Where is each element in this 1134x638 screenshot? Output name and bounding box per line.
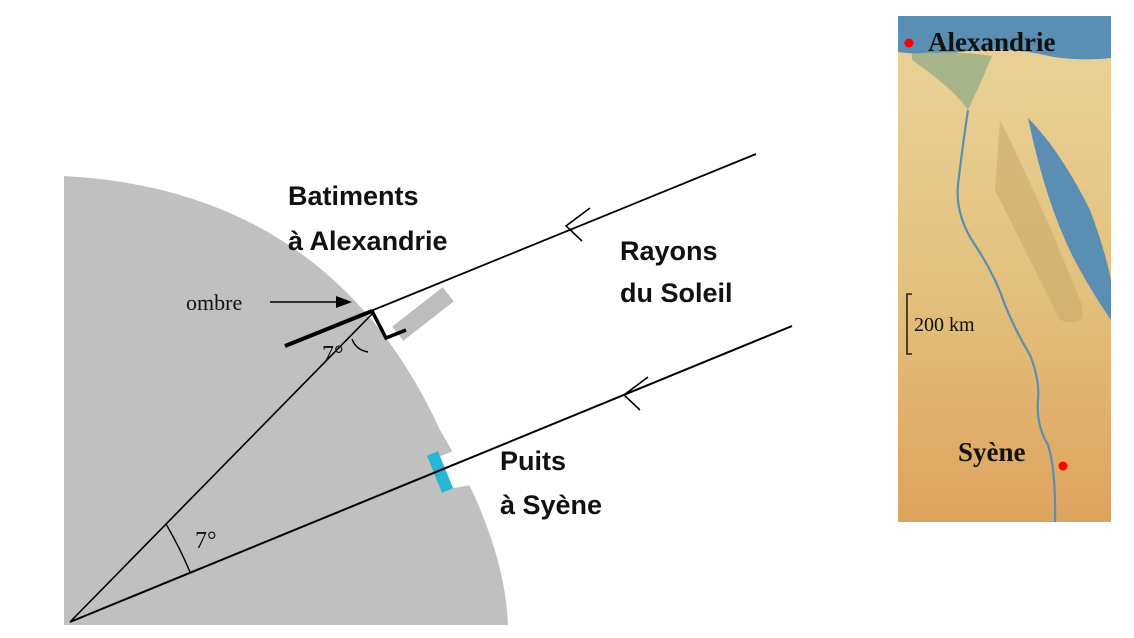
earth-sector [64,176,508,625]
map-scale-label: 200 km [914,314,975,336]
angle-arc-center [165,523,191,573]
ray-arrow-bottom-icon [622,376,649,411]
angle-label-center: 7° [195,528,217,554]
shadow-segment [284,309,373,348]
egypt-map: Alexandrie Syène 200 km [898,16,1111,522]
buildings-label-line1: Batiments [288,181,419,211]
shadow-marker [370,310,407,341]
building-alexandria [392,287,454,341]
shadow-arrowhead-icon [336,296,352,308]
well-label-line1: Puits [500,446,566,476]
shadow-label: ombre [186,290,242,315]
map-nile-river [956,109,1057,522]
sun-ray-syene [69,325,793,623]
map-scale-bar [906,293,912,355]
map-red-sea [1028,118,1111,320]
well-label-line2: à Syène [500,490,602,520]
map-dot-syene [1058,461,1068,471]
map-eastern-mountains [995,120,1083,323]
map-desert [898,16,1111,522]
sun-rays-label-line2: du Soleil [620,278,733,308]
radius-alexandria [69,312,374,623]
map-label-syene: Syène [958,437,1026,467]
map-label-alexandrie: Alexandrie [928,27,1056,57]
angle-arc-alexandria [351,338,369,353]
earth-diagram: Batiments à Alexandrie Rayons du Soleil … [64,153,793,625]
well-marker [426,451,454,493]
ray-arrow-top-icon [564,207,591,242]
map-nile-delta [912,52,992,110]
angle-label-alexandria: 7° [322,342,344,368]
buildings-label-line2: à Alexandrie [288,226,448,256]
map-mediterranean-sea [898,16,1111,60]
sun-rays-label-line1: Rayons [620,236,718,266]
map-dot-alexandrie [904,38,914,48]
